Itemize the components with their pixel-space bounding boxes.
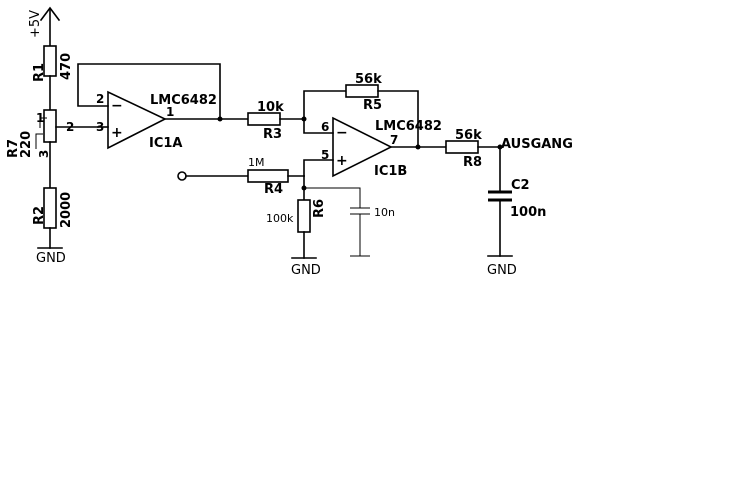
r3-name: R3 (263, 127, 282, 142)
output-label: AUSGANG (501, 137, 573, 152)
gnd-label-1: GND (36, 251, 66, 266)
ic1b-plus: + (336, 153, 348, 169)
ic1b-pin-5: 5 (321, 148, 329, 162)
r6-name: R6 (312, 199, 327, 218)
ic1b-pin-6: 6 (321, 120, 329, 134)
ic1a-plus: + (111, 125, 123, 141)
r4-name: R4 (264, 182, 283, 197)
r1-name: R1 (32, 63, 47, 82)
r1-value: 470 (59, 53, 74, 80)
ic1a-part: LMC6482 (150, 93, 217, 108)
wire-inv-node (303, 118, 334, 134)
ic1b-pin-7: 7 (390, 133, 398, 147)
r4-value: 1M (248, 156, 265, 169)
r3-value: 10k (257, 100, 284, 115)
r5-value: 56k (355, 72, 382, 87)
ic1a-name: IC1A (149, 136, 182, 151)
c2-name: C2 (511, 178, 530, 193)
ic1a-pin-1: 1 (166, 105, 174, 119)
wire-ic1a-feedback (77, 63, 221, 120)
supply-label: +5V (28, 10, 43, 38)
ic1b-name: IC1B (374, 164, 407, 179)
wire-noninv (303, 159, 334, 177)
capacitor-c2 (488, 190, 512, 202)
r2-name: R2 (32, 206, 47, 225)
r7-value: 220 (19, 131, 34, 158)
resistor-r4 (247, 169, 289, 183)
opamp-ic1a (107, 90, 167, 150)
gnd-label-3: GND (487, 263, 517, 278)
supply-arrow (39, 6, 61, 47)
pot-pin-1: 1 (36, 111, 44, 125)
ic1b-minus: − (336, 125, 348, 141)
opamp-ic1b (332, 116, 393, 178)
gnd-label-2: GND (291, 263, 321, 278)
r6-value: 100k (266, 212, 294, 225)
c1-value: 10n (374, 206, 395, 219)
ic1a-minus: − (111, 98, 123, 114)
r8-name: R8 (463, 155, 482, 170)
r7-name: R7 (6, 139, 21, 158)
pot-pin-3: 3 (37, 150, 51, 158)
resistor-r6 (297, 199, 311, 233)
wire-c1-top (304, 187, 361, 208)
potentiometer-r7 (35, 109, 99, 149)
ic1a-pin-2: 2 (96, 92, 104, 106)
c2-value: 100n (510, 205, 546, 220)
wire-r5-left (303, 90, 347, 120)
ic1b-part: LMC6482 (375, 119, 442, 134)
r2-value: 2000 (59, 192, 74, 228)
wire-r5-right (377, 90, 419, 148)
input-terminal (177, 171, 187, 181)
r8-value: 56k (455, 128, 482, 143)
capacitor-c1 (350, 207, 370, 215)
r5-name: R5 (363, 98, 382, 113)
pot-pin-2: 2 (66, 120, 74, 134)
